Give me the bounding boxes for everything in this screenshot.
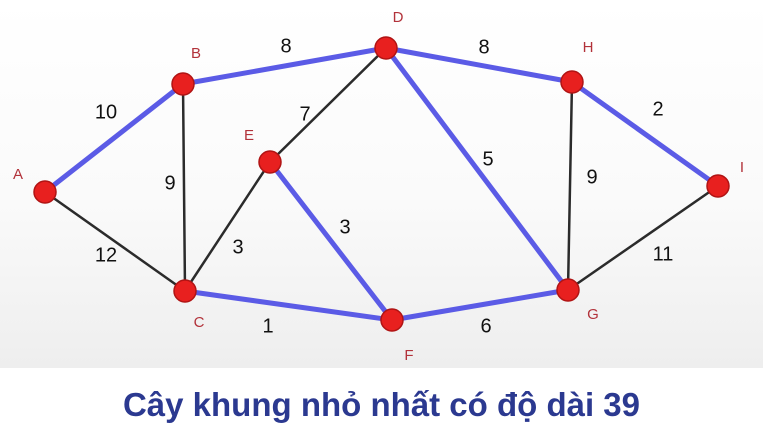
caption-text: Cây khung nhỏ nhất có độ dài 39	[122, 386, 641, 423]
weight-label-b-d: 8	[280, 35, 291, 57]
vertex-c	[173, 279, 197, 303]
weight-label-a-c: 12	[95, 244, 117, 266]
vertex-e	[258, 150, 282, 174]
vertex-g	[556, 278, 580, 302]
vertex-labels-layer: A B C D E F G H I	[13, 9, 744, 364]
edge-b-c	[181, 82, 187, 293]
weight-label-e-d: 7	[299, 103, 310, 125]
vertices-layer	[33, 36, 730, 332]
edges-layer	[42, 45, 721, 323]
edge-e-d	[268, 46, 388, 164]
edge-c-e	[183, 160, 272, 293]
vertex-b	[171, 72, 195, 96]
vertex-label-i: I	[740, 159, 744, 176]
weight-label-h-i: 2	[652, 98, 663, 120]
weight-label-f-g: 6	[480, 315, 491, 337]
weight-label-e-f: 3	[339, 216, 350, 238]
weight-label-g-i: 11	[653, 243, 674, 265]
edge-g-i	[566, 184, 720, 292]
vertex-a	[33, 180, 57, 204]
edge-d-g-mst	[383, 45, 571, 293]
edge-d-h-mst	[383, 45, 575, 85]
vertex-i	[706, 174, 730, 198]
graph-diagram: 10 12 9 8 3 1 7 3 8 5 6 9 2 11 A B C D E F G H I	[13, 9, 744, 364]
weights-layer: 10 12 9 8 3 1 7 3 8 5 6 9 2 11	[95, 35, 674, 337]
vertex-label-g: G	[587, 306, 599, 323]
vertex-label-c: C	[194, 314, 205, 331]
weight-label-h-g: 9	[586, 166, 597, 188]
vertex-label-a: A	[13, 166, 23, 183]
weight-label-c-e: 3	[232, 236, 243, 258]
vertex-label-b: B	[191, 45, 201, 62]
vertex-label-d: D	[393, 9, 404, 26]
edge-a-b-mst	[42, 81, 186, 195]
graph-panel: 10 12 9 8 3 1 7 3 8 5 6 9 2 11 A B C D E F G H I	[0, 0, 763, 368]
weight-label-c-f: 1	[262, 315, 273, 337]
vertex-f	[380, 308, 404, 332]
edge-h-g	[566, 80, 574, 292]
edge-f-g-mst	[389, 287, 571, 323]
weight-label-b-c: 9	[164, 172, 175, 194]
vertex-label-e: E	[244, 127, 254, 144]
edge-h-i-mst	[569, 79, 721, 189]
edge-c-f-mst	[182, 288, 395, 323]
edge-e-f-mst	[267, 159, 395, 323]
vertex-d	[374, 36, 398, 60]
vertex-label-f: F	[404, 347, 413, 364]
edge-a-c	[43, 190, 187, 293]
vertex-h	[560, 70, 584, 94]
weight-label-d-h: 8	[478, 36, 489, 58]
weight-label-d-g: 5	[482, 148, 493, 170]
vertex-label-h: H	[583, 39, 594, 56]
edge-b-d-mst	[180, 45, 389, 87]
weight-label-a-b: 10	[95, 101, 117, 123]
